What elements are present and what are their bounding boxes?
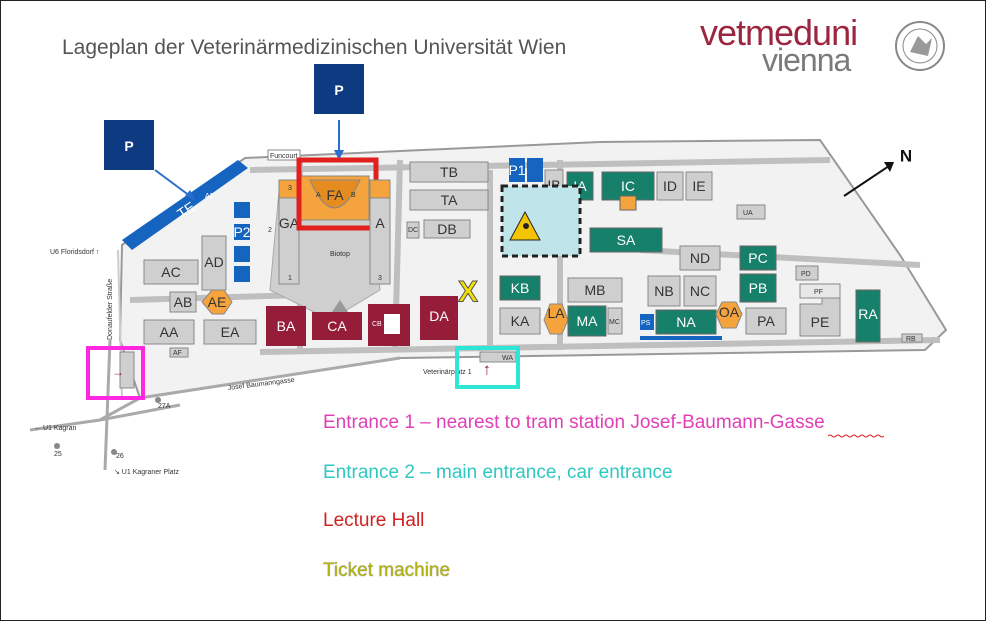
label-p1: P1 <box>508 162 525 178</box>
label-u6-floridsdorf: U6 Floridsdorf ↑ <box>50 249 99 256</box>
svg-text:P: P <box>124 138 133 154</box>
building-sa: SA <box>617 232 636 248</box>
building-mc: MC <box>609 319 620 326</box>
label-funcourt: Funcourt <box>270 153 298 160</box>
building-aa: AA <box>160 324 179 340</box>
building-tb: TB <box>440 164 458 180</box>
label-veterinaerplatz: Veterinärplatz 1 <box>423 369 472 376</box>
ticket-machine-marker[interactable]: X <box>457 275 478 309</box>
building-nc: NC <box>690 283 710 299</box>
building-pa: PA <box>757 313 775 329</box>
building-ra: RA <box>858 306 878 322</box>
building-la: LA <box>547 305 565 321</box>
logo-vetmeduni: vetmeduni <box>700 12 858 53</box>
legend-entrance-2: Entrance 2 – main entrance, car entrance <box>323 462 673 483</box>
building-pb: PB <box>749 280 768 296</box>
label-biotop: Biotop <box>330 251 350 258</box>
label-a3: A3 <box>205 193 214 200</box>
svg-text:FA: FA <box>326 187 344 203</box>
building-ta: TA <box>441 192 459 208</box>
page-title: Lageplan der Veterinärmedizinischen Univ… <box>62 36 567 59</box>
building-pd: PD <box>801 271 811 278</box>
building-ae: AE <box>208 294 227 310</box>
university-seal-icon <box>895 21 945 71</box>
legend-ticket-machine: Ticket machine <box>323 560 451 581</box>
building-ka: KA <box>511 313 530 329</box>
svg-text:2: 2 <box>268 227 272 234</box>
building-ie: IE <box>692 178 705 194</box>
svg-text:B: B <box>351 192 356 199</box>
building-fa[interactable]: FA A B <box>298 175 370 221</box>
building-rb: RB <box>906 336 916 343</box>
building-db: DB <box>437 221 456 237</box>
north-arrow-icon <box>843 162 894 197</box>
entrance-2-arrow: ↑ <box>483 362 491 379</box>
building-te <box>122 160 248 250</box>
building-ad: AD <box>204 254 223 270</box>
building-ps: PS <box>641 320 651 327</box>
label-p2: P2 <box>233 224 250 240</box>
building-ca: CA <box>327 318 347 334</box>
label-bus-25: 25 <box>54 451 62 458</box>
building-ua: UA <box>743 210 753 217</box>
building-nd: ND <box>690 250 710 266</box>
label-u1-kagran: ← U1 Kagran <box>34 425 77 432</box>
label-bus-27a: 27A <box>158 403 171 410</box>
legend-lecture-hall: Lecture Hall <box>323 510 425 531</box>
building-af: AF <box>173 350 182 357</box>
entrance-1-highlight[interactable] <box>86 346 145 400</box>
building-ic: IC <box>621 178 635 194</box>
building-ma: MA <box>577 313 599 329</box>
building-pc: PC <box>748 250 767 266</box>
construction-zone <box>500 184 582 258</box>
label-donaufelder: Donaufelder Straße <box>107 279 114 340</box>
building-pe: PE <box>811 314 830 330</box>
building-mb: MB <box>585 282 606 298</box>
label-bus-26: 26 <box>116 453 124 460</box>
svg-text:1: 1 <box>288 275 292 282</box>
parking-sign-top: P <box>314 64 364 114</box>
north-label: N <box>900 147 912 166</box>
logo-vienna: vienna <box>762 42 851 78</box>
building-kb: KB <box>511 280 530 296</box>
building-nb: NB <box>654 283 673 299</box>
building-ea: EA <box>221 324 240 340</box>
building-ga: GA <box>279 215 300 231</box>
parking-sign-left: P <box>104 120 154 170</box>
svg-text:P: P <box>334 82 343 98</box>
svg-text:3: 3 <box>288 185 292 192</box>
entrance-2-highlight[interactable] <box>455 346 520 389</box>
building-oa: OA <box>719 304 740 320</box>
legend-entrance-1: Entrance 1 – nearest to tram station Jos… <box>323 412 825 433</box>
label-u1-kagraner-platz: ↘ U1 Kagraner Platz <box>114 469 180 476</box>
building-ab: AB <box>174 294 193 310</box>
spellcheck-underline <box>828 434 884 438</box>
building-pf: PF <box>814 289 823 296</box>
building-ac: AC <box>161 264 180 280</box>
building-na: NA <box>676 314 696 330</box>
svg-text:3: 3 <box>378 275 382 282</box>
building-cb: CB <box>372 321 382 328</box>
building-dc: DC <box>408 227 418 234</box>
entrance-1-arrow: → <box>112 365 124 379</box>
building-wa: WA <box>502 355 513 362</box>
building-da: DA <box>429 308 449 324</box>
svg-text:A: A <box>316 192 321 199</box>
building-ba: BA <box>277 318 296 334</box>
building-a: A <box>375 215 385 231</box>
building-id: ID <box>663 178 677 194</box>
